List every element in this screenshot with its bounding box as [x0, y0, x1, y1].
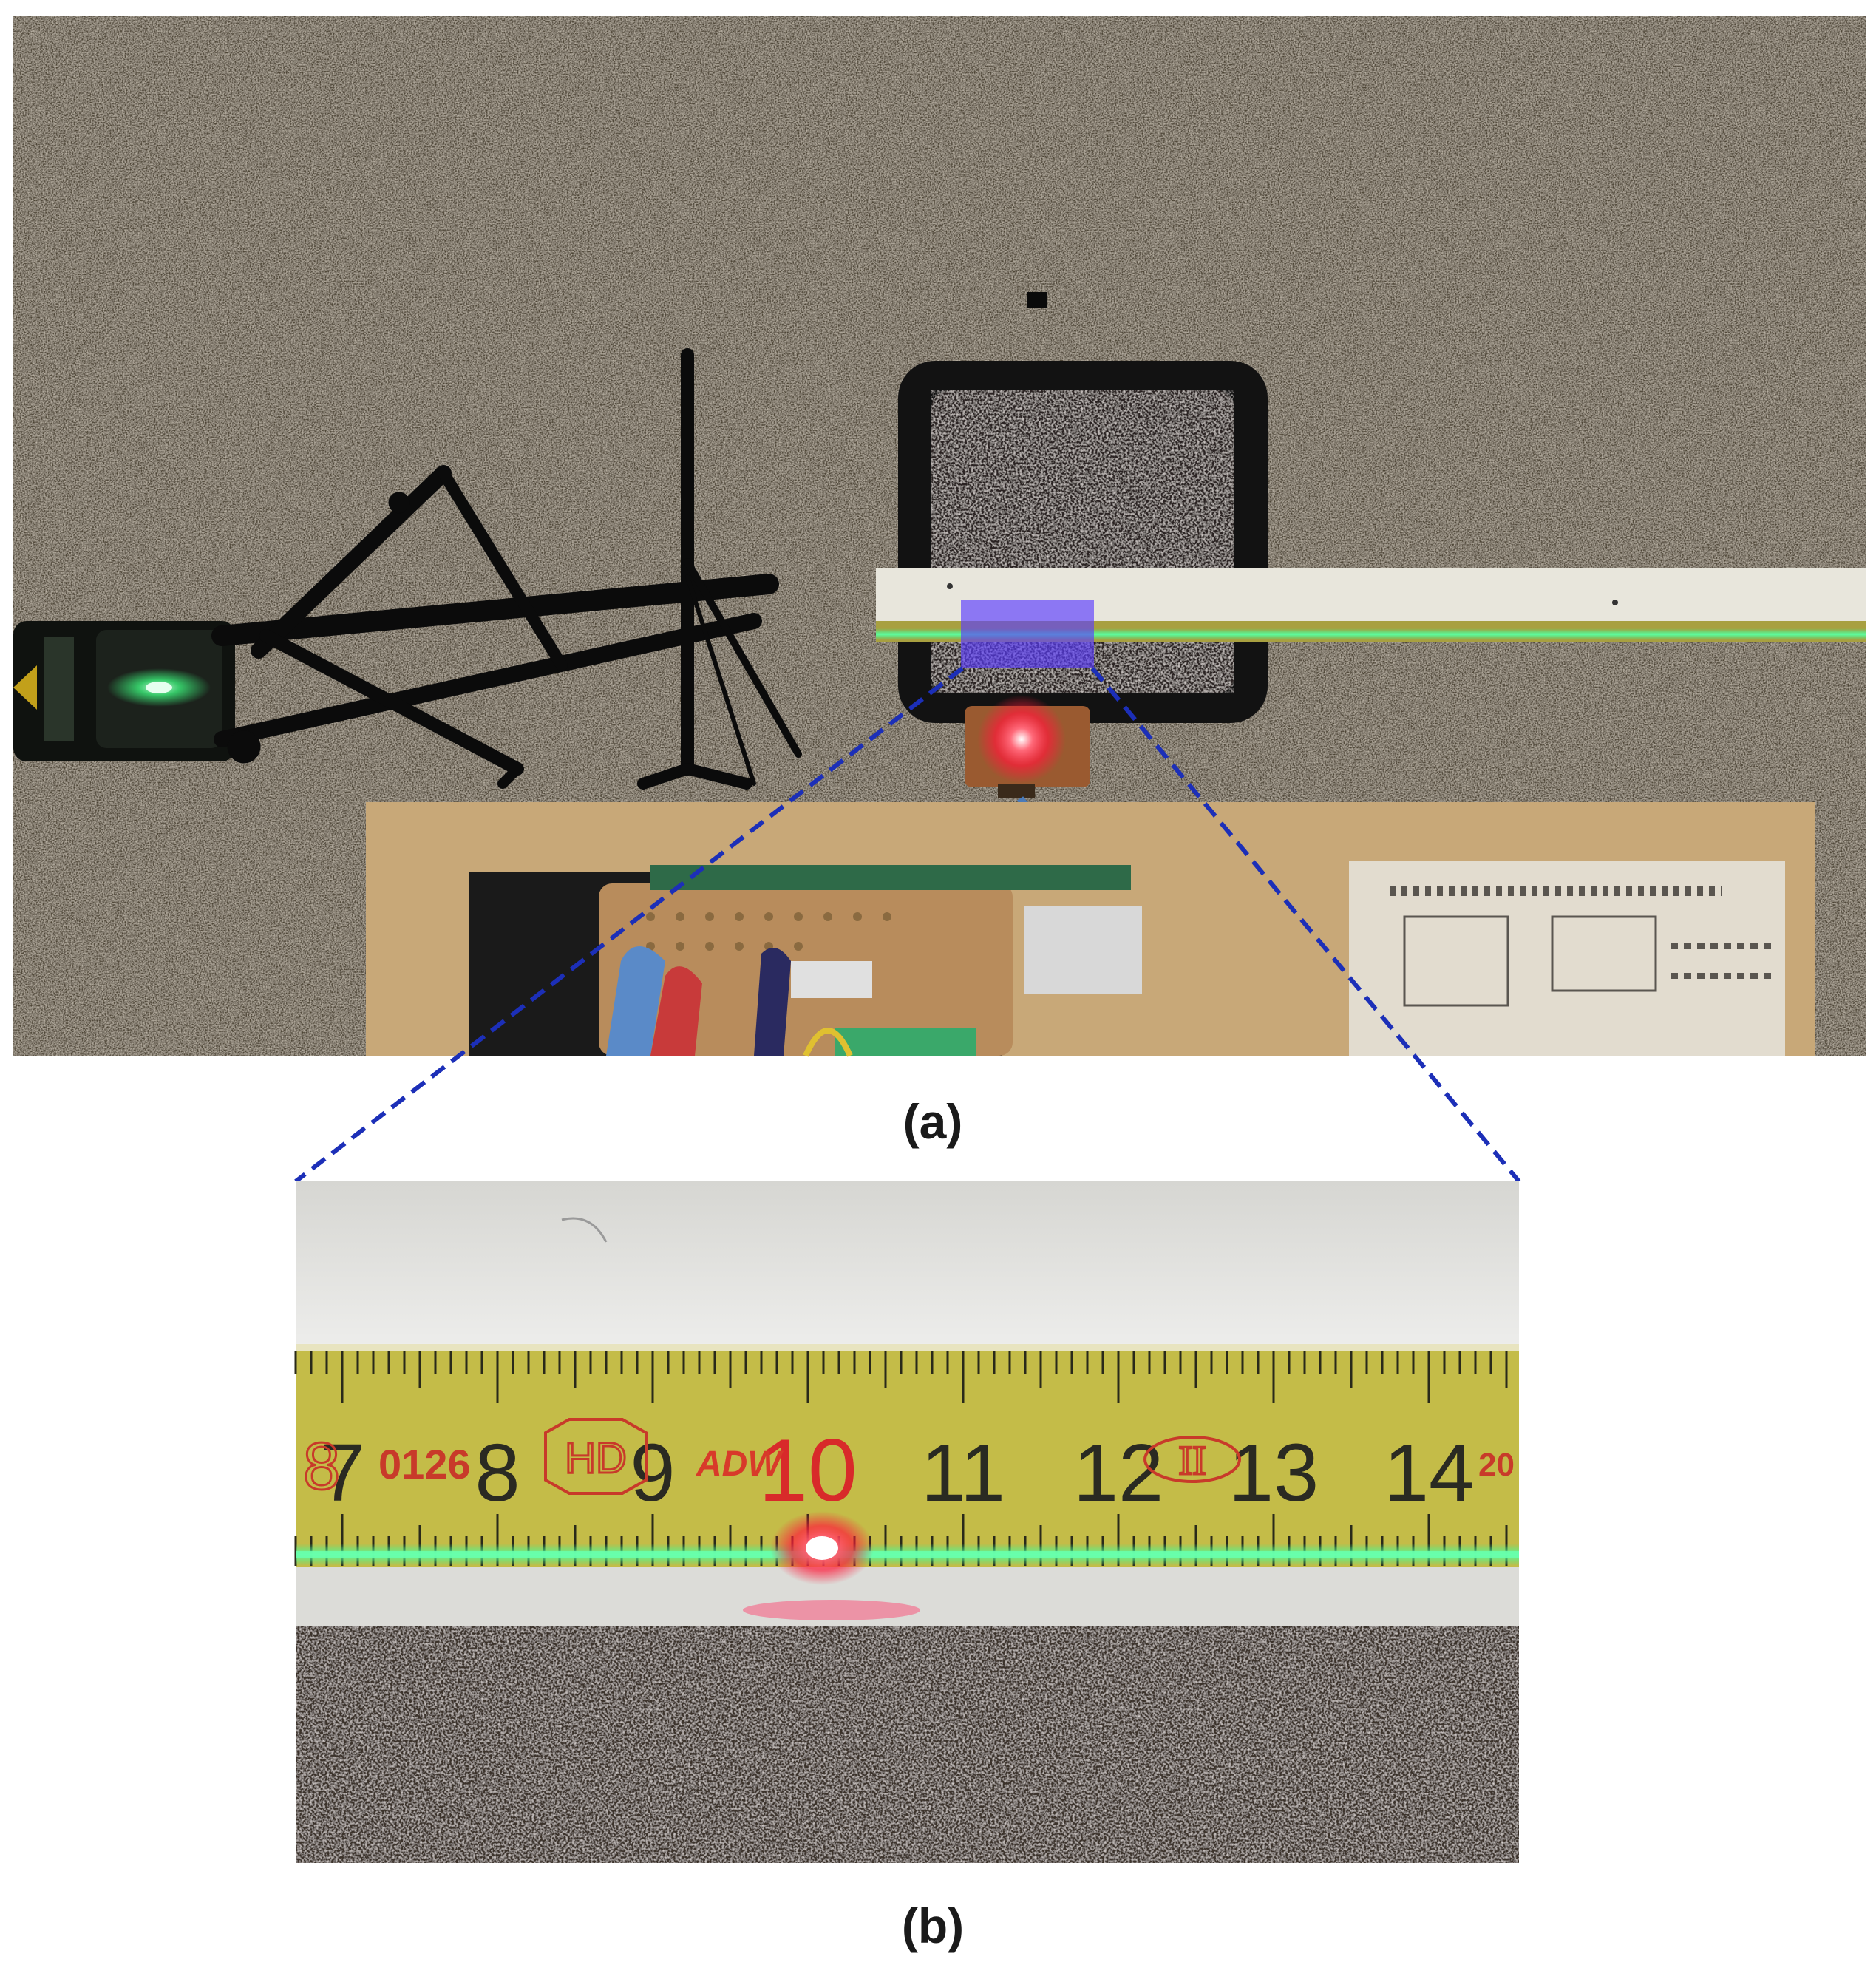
zoom-highlight-region [961, 600, 1094, 668]
caption-a: (a) [903, 1094, 963, 1149]
class-mark-text: II [1178, 1438, 1206, 1484]
white-board-with-tape [876, 568, 1866, 668]
zoom-white-board-top [296, 1181, 1519, 1345]
tape-measure-strip [296, 1344, 1519, 1567]
caption-b: (b) [902, 1898, 964, 1953]
hd-mark-text: HD [565, 1434, 627, 1482]
tripod [211, 348, 802, 790]
tape-number: 14 [1384, 1428, 1474, 1518]
red-laser-reflection [743, 1600, 920, 1620]
red-laser-sensor [965, 695, 1209, 1056]
tape-number: 8 [475, 1428, 520, 1518]
brand-mark: ADW [696, 1445, 784, 1484]
tape-number: 7 [319, 1428, 364, 1518]
tape-number: 10 [758, 1421, 857, 1520]
zoom-gravel [296, 1626, 1519, 1863]
tape-number: 9 [630, 1428, 675, 1518]
photo-panel-a [13, 16, 1866, 1057]
black-container [898, 361, 1268, 723]
tape-number: 11 [921, 1428, 1005, 1518]
laser-level-device [13, 621, 235, 761]
wooden-electronics-board [366, 802, 1815, 1057]
tape-number: 12 [1073, 1428, 1163, 1518]
tape-numbers: 7 8 9 10 11 12 13 14 [319, 1421, 1474, 1520]
hd-hexagon-mark: HD [544, 1418, 648, 1495]
connector-left [294, 666, 964, 1184]
tape-ticks-top [294, 1351, 1508, 1403]
tape-number: 13 [1228, 1428, 1319, 1518]
tape-partial-right: 20 [1478, 1447, 1515, 1483]
tape-partial-left: 8 [303, 1430, 340, 1504]
class-ii-mark: II [1143, 1436, 1241, 1485]
tape-code: 0126 [378, 1441, 471, 1487]
zoom-white-board-bottom [296, 1567, 1519, 1626]
connector-right [1090, 667, 1521, 1183]
zoom-connector-lines [294, 666, 1521, 1184]
